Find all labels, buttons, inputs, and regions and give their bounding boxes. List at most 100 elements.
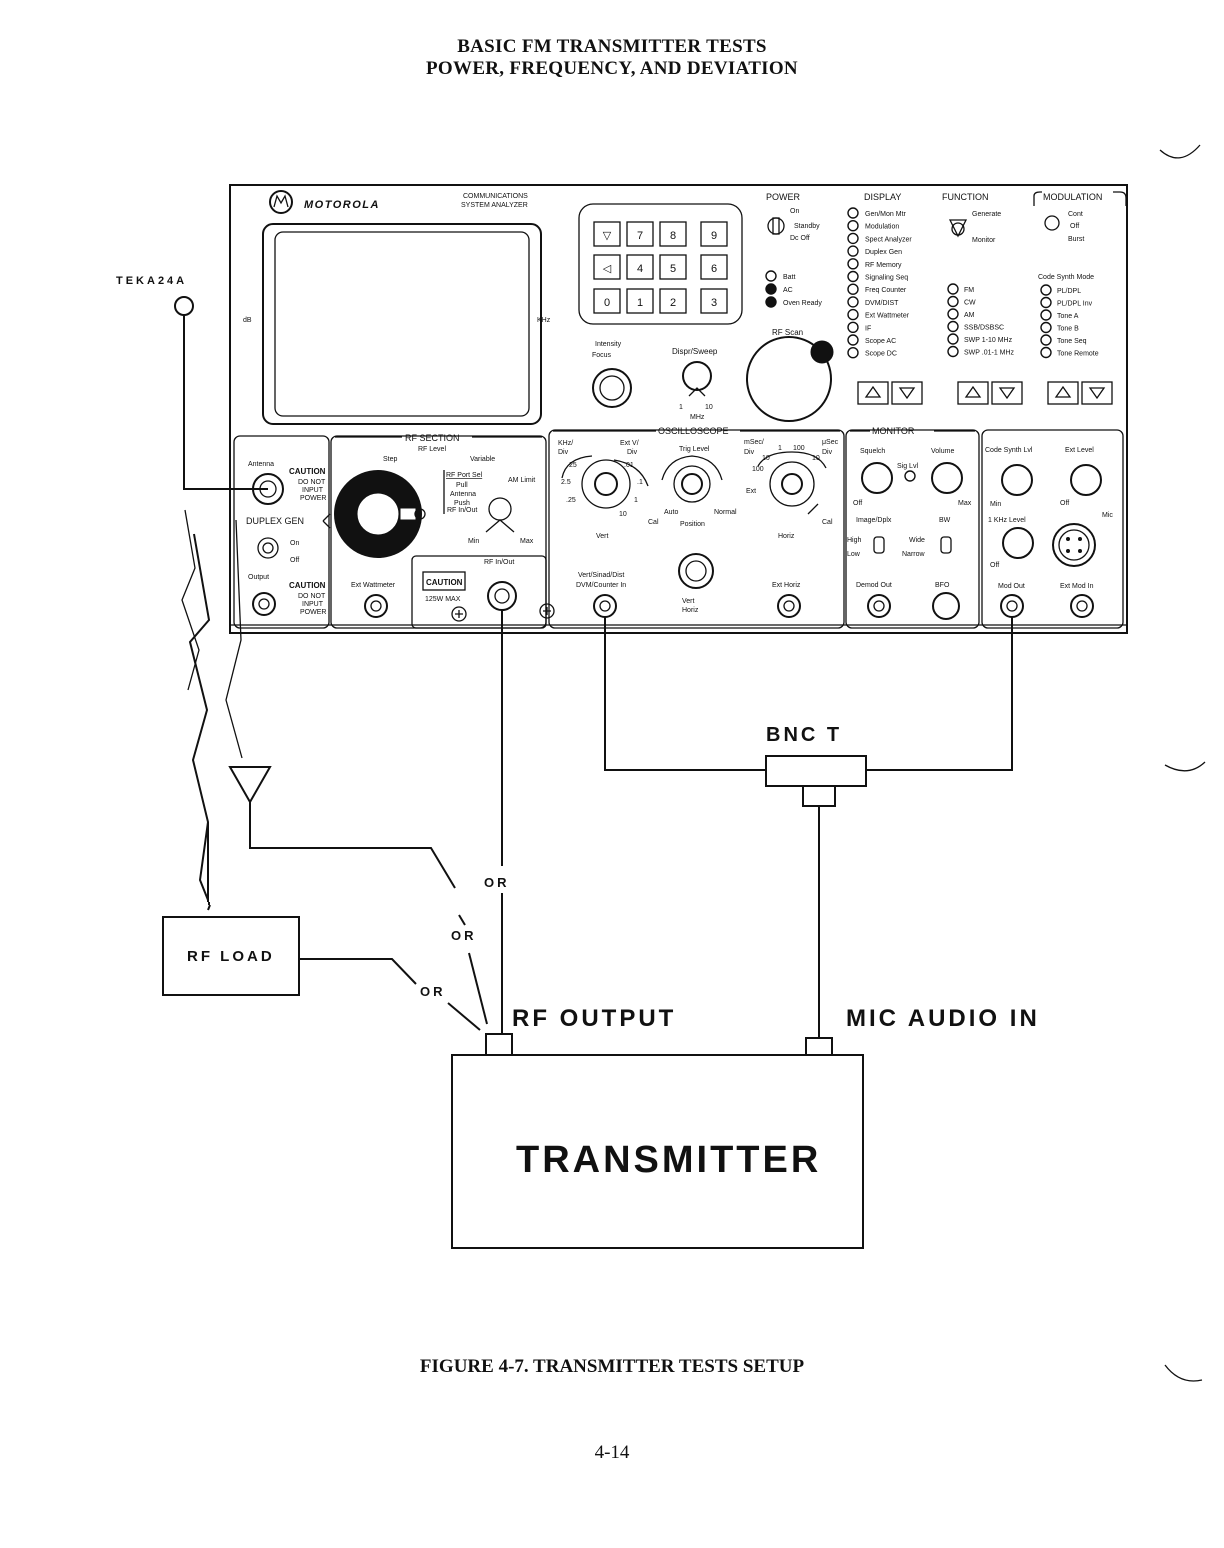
power-switch[interactable] <box>767 217 785 235</box>
function-led <box>947 295 959 308</box>
display-led <box>847 219 859 232</box>
intensity-knob[interactable] <box>592 368 632 408</box>
demod-out-connector[interactable] <box>867 594 891 618</box>
ext-level-knob[interactable] <box>1070 464 1102 496</box>
svg-text:Image/Dplx: Image/Dplx <box>856 517 892 524</box>
svg-text:AM Limit: AM Limit <box>508 477 535 484</box>
display-item-label: Modulation <box>865 224 899 231</box>
ext-mod-in-connector[interactable] <box>1070 594 1094 618</box>
analyzer-panel: MOTOROLA COMMUNICATIONS SYSTEM ANALYZER … <box>229 184 1128 634</box>
function-down-button[interactable] <box>991 381 1023 405</box>
svg-text:Ext Wattmeter: Ext Wattmeter <box>351 582 396 589</box>
function-item-label: CW <box>964 300 976 307</box>
horiz-scale-knob[interactable] <box>769 461 815 507</box>
display-item-label: RF Memory <box>865 262 902 269</box>
modulation-led <box>1040 296 1052 309</box>
modulation-down-button[interactable] <box>1081 381 1113 405</box>
keypad-key[interactable] <box>593 288 621 314</box>
volume-knob[interactable] <box>931 462 963 494</box>
keypad-key[interactable] <box>700 254 728 280</box>
svg-text:Max: Max <box>520 538 534 545</box>
keypad-key[interactable] <box>659 254 687 280</box>
vert-scale-knob[interactable] <box>581 459 631 509</box>
display-up-button[interactable] <box>857 381 889 405</box>
vert-sinad-dist-connector[interactable] <box>593 594 617 618</box>
display-led <box>847 347 859 359</box>
image-dplx-switch[interactable] <box>873 536 885 554</box>
function-up-button[interactable] <box>957 381 989 405</box>
duplex-gen-switch[interactable] <box>257 537 279 559</box>
keypad <box>578 203 743 325</box>
keypad-key[interactable] <box>626 254 654 280</box>
display-led <box>847 308 859 321</box>
svg-text:BW: BW <box>939 517 951 524</box>
svg-text:Off: Off <box>990 562 999 569</box>
svg-text:KHz/: KHz/ <box>558 440 573 447</box>
svg-text:Dc Off: Dc Off <box>790 235 810 242</box>
display-item-label: Signaling Seq <box>865 275 908 282</box>
function-switch[interactable] <box>948 219 968 238</box>
vert-horiz-position-knob[interactable] <box>678 553 714 589</box>
display-down-button[interactable] <box>891 381 923 405</box>
modulation-item-label: PL/DPL Inv <box>1057 301 1093 308</box>
rf-variable-knob[interactable] <box>488 497 512 521</box>
duplex-output-connector[interactable] <box>252 592 276 616</box>
svg-text:Ext: Ext <box>746 488 756 495</box>
svg-text:Off: Off <box>853 500 862 507</box>
ac-led <box>765 283 777 295</box>
svg-text:DVM/Counter In: DVM/Counter In <box>576 582 626 589</box>
keypad-key[interactable] <box>593 254 621 280</box>
modulation-item-label: Tone A <box>1057 313 1079 320</box>
svg-text:On: On <box>290 540 299 547</box>
oven-ready-led <box>765 296 777 308</box>
svg-text:RF Port Sel: RF Port Sel <box>446 472 483 479</box>
bw-switch[interactable] <box>940 536 952 554</box>
or-label-1: OR <box>484 875 510 890</box>
display-led <box>847 334 859 346</box>
squelch-knob[interactable] <box>861 462 893 494</box>
modulation-item-label: PL/DPL <box>1057 288 1081 295</box>
display-item-label: Spect Analyzer <box>865 236 912 243</box>
modulation-up-button[interactable] <box>1047 381 1079 405</box>
1khz-level-knob[interactable] <box>1002 527 1034 559</box>
keypad-key[interactable] <box>593 221 621 247</box>
display-item-label: Ext Wattmeter <box>865 313 910 320</box>
mod-out-connector[interactable] <box>1000 594 1024 618</box>
svg-text:1 KHz Level: 1 KHz Level <box>988 517 1026 524</box>
trig-level-knob[interactable] <box>673 465 711 503</box>
keypad-key[interactable] <box>659 288 687 314</box>
keypad-key[interactable] <box>626 288 654 314</box>
rf-in-out-connector[interactable] <box>487 581 517 611</box>
svg-text:RF Level: RF Level <box>418 446 446 453</box>
svg-text:POWER: POWER <box>300 609 326 616</box>
display-item-label: DVM/DIST <box>865 300 899 307</box>
modulation-switch[interactable] <box>1044 215 1060 231</box>
keypad-key[interactable] <box>659 221 687 247</box>
svg-text:Vert: Vert <box>682 598 695 605</box>
mic-connector[interactable] <box>1052 523 1096 567</box>
ext-wattmeter-connector[interactable] <box>364 594 388 618</box>
svg-text:Sig Lvl: Sig Lvl <box>897 463 918 470</box>
keypad-key[interactable] <box>700 221 728 247</box>
svg-text:100: 100 <box>793 445 805 452</box>
display-led <box>847 245 859 257</box>
keypad-key[interactable] <box>626 221 654 247</box>
svg-text:Ext Level: Ext Level <box>1065 447 1094 454</box>
svg-text:100: 100 <box>752 466 764 473</box>
svg-text:Wide: Wide <box>909 537 925 544</box>
svg-text:Div: Div <box>744 449 755 456</box>
keypad-key-label: ▽ <box>603 230 612 242</box>
rf-scan-knob[interactable] <box>746 336 832 422</box>
display-led <box>847 270 859 283</box>
bfo-knob[interactable] <box>932 592 960 620</box>
keypad-key-label: ◁ <box>603 263 612 275</box>
ext-horiz-connector[interactable] <box>777 594 801 618</box>
code-synth-lvl-knob[interactable] <box>1001 464 1033 496</box>
dispr-sweep-knob[interactable] <box>682 361 712 391</box>
svg-text:On: On <box>790 208 799 215</box>
svg-text:Demod Out: Demod Out <box>856 582 892 589</box>
svg-text:Dispr/Sweep: Dispr/Sweep <box>672 347 718 356</box>
svg-text:Div: Div <box>558 449 569 456</box>
keypad-key[interactable] <box>700 288 728 314</box>
svg-text:2.5: 2.5 <box>561 479 571 486</box>
